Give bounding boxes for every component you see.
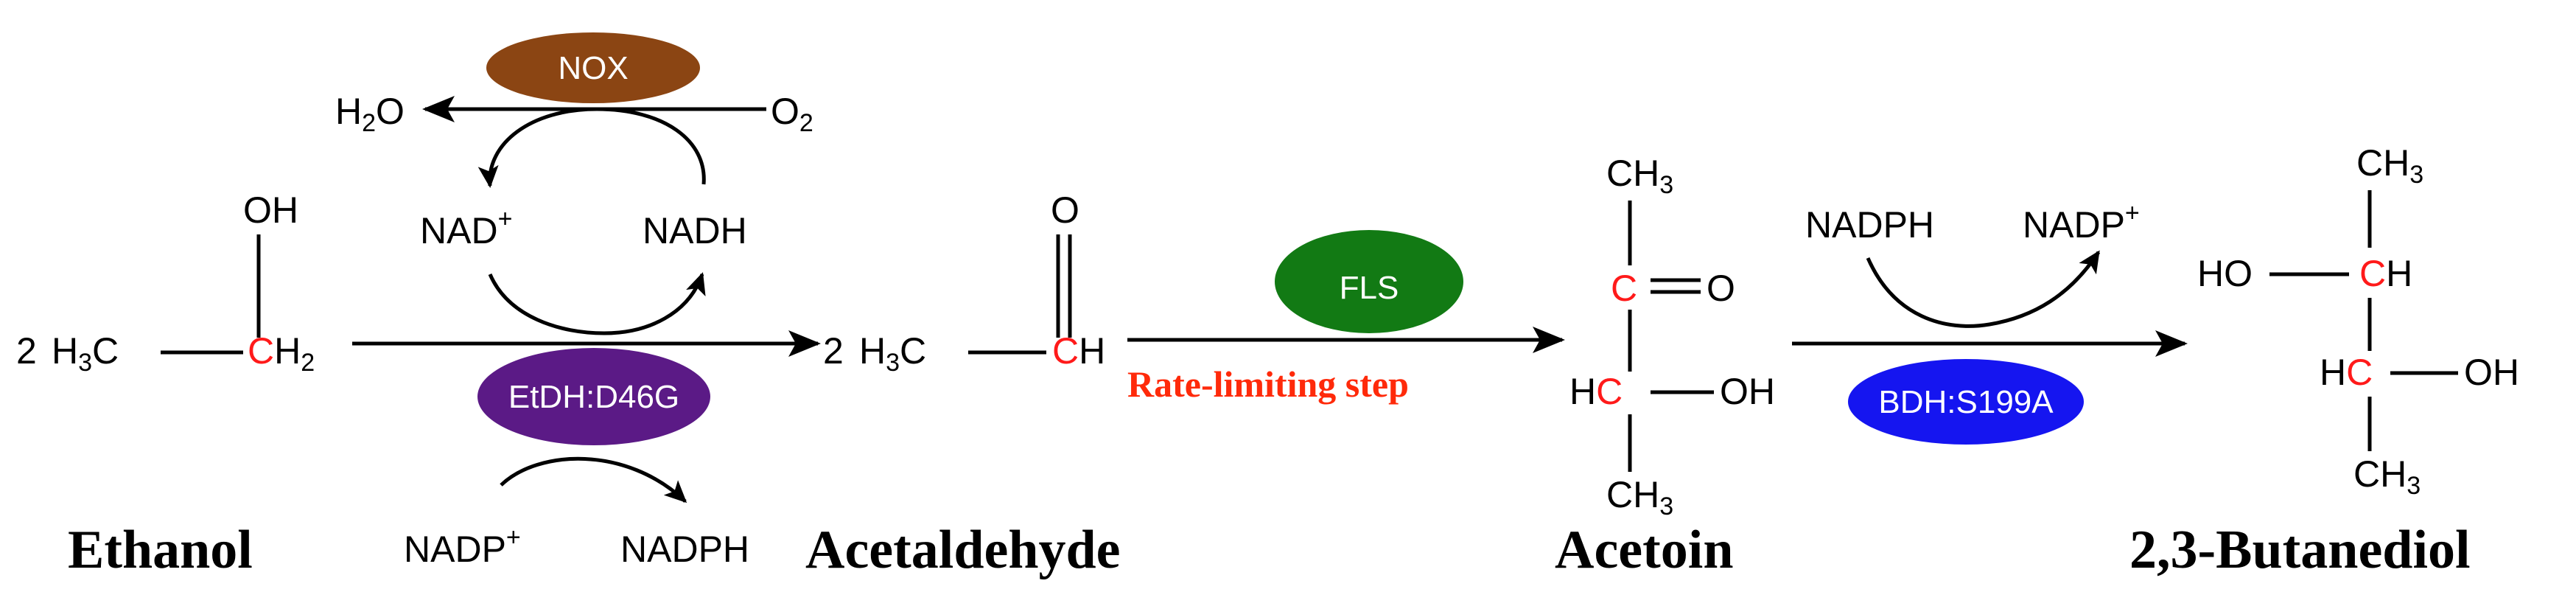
h2o-o: O [376, 91, 405, 132]
butanediol-ch-1: CH [2359, 253, 2412, 294]
butanediol-ho: HO [2197, 253, 2253, 294]
nox-cycle: NOX H2O O2 NAD+ NADH [335, 32, 813, 251]
o2: O2 [771, 91, 813, 137]
acetoin-ch3-bot-sub: 3 [1659, 492, 1673, 520]
butanediol-label: 2,3-Butanediol [2129, 520, 2471, 580]
acetoin-ch3-top-sub: 3 [1659, 171, 1673, 199]
nadp-plus-2-sup: + [2125, 199, 2140, 227]
etdh-enzyme [477, 348, 710, 445]
ethanol-h3c: H3C [52, 330, 119, 377]
acetaldehyde-red-carbon: C [1052, 330, 1079, 372]
acetoin-h: H [1569, 371, 1596, 412]
ethanol-structure: 2 H3C CH2 OH Ethanol [16, 189, 315, 580]
nadp-plus-1: NADP+ [404, 523, 521, 570]
acetaldehyde-label: Acetaldehyde [805, 520, 1121, 580]
butanediol-red-carbon-2: C [2346, 352, 2373, 393]
butanediol-ch3-top-sub: 3 [2409, 161, 2423, 189]
nadh-top: NADH [643, 210, 747, 251]
acetaldehyde-ch: CH [1052, 330, 1105, 372]
nadph-2: NADPH [1805, 204, 1934, 245]
butanediol-ch3-bot-main: CH [2353, 453, 2407, 495]
nad-plus: NAD+ [420, 205, 512, 251]
rate-limiting-label: Rate-limiting step [1127, 363, 1409, 405]
ethanol-coefficient: 2 [16, 330, 37, 372]
ethanol-red-carbon: C [248, 330, 274, 372]
fls-label: FLS [1340, 270, 1399, 306]
nadph-to-nadp-arrow [1866, 250, 2101, 328]
ethanol-oh: OH [243, 189, 298, 231]
ethanol-h2: H [274, 330, 301, 372]
ethanol-label: Ethanol [68, 520, 253, 580]
butanediol-ch3-top: CH3 [2356, 142, 2423, 189]
ethanol-to-acetaldehyde: EtDH:D46G NADP+ NADPH [352, 272, 821, 570]
acetaldehyde-h3c: H3C [859, 330, 926, 377]
nad-to-nadh-arrow [488, 272, 706, 335]
butanediol-ch3-top-main: CH [2356, 142, 2409, 184]
o2-o: O [771, 91, 799, 132]
nadp-plus-1-sup: + [506, 523, 521, 551]
nadph-1: NADPH [620, 529, 749, 570]
h2o-sub: 2 [362, 109, 376, 137]
acetoin-structure: CH3 C O HC OH CH3 Acetoin [1555, 153, 1775, 580]
ethanol-h: H [52, 330, 78, 372]
acetaldehyde-structure: 2 H3C CH O Acetaldehyde [805, 189, 1121, 580]
nadp-plus-1-main: NADP [404, 529, 506, 570]
nox-enzyme [486, 32, 700, 103]
bdh-label: BDH:S199A [1878, 384, 2054, 420]
acetaldehyde-h: H [859, 330, 886, 372]
acetoin-ch3-top: CH3 [1606, 153, 1673, 199]
butanediol-ch3-bot-sub: 3 [2407, 472, 2421, 500]
bdh-enzyme [1848, 359, 2084, 445]
nox-cycle-arrow [477, 107, 706, 188]
o2-sub: 2 [799, 109, 813, 137]
nadp-plus-2-main: NADP [2023, 204, 2125, 245]
butanediol-structure: CH3 HO CH HC OH CH3 2,3-Butanediol [2129, 142, 2519, 580]
ethanol-ch2: CH2 [248, 330, 315, 377]
acetoin-red-carbon-1: C [1611, 268, 1637, 309]
butanediol-oh: OH [2464, 352, 2519, 393]
acetoin-o: O [1707, 268, 1735, 309]
nadp-plus-2: NADP+ [2023, 199, 2140, 245]
acetaldehyde-c1: C [900, 330, 926, 372]
butanediol-red-carbon-1: C [2359, 253, 2386, 294]
acetoin-ch3-top-main: CH [1606, 153, 1659, 194]
acetoin-to-butanediol: NADPH NADP+ BDH:S199A [1792, 199, 2188, 445]
acetoin-oh: OH [1720, 371, 1775, 412]
acetoin-hc: HC [1569, 371, 1623, 412]
etdh-label: EtDH:D46G [508, 379, 679, 415]
nadp-to-nadph-arrow [500, 456, 687, 504]
ethanol-h-sub: 3 [78, 349, 92, 377]
acetoin-red-carbon-2: C [1596, 371, 1623, 412]
butanediol-ch3-bot: CH3 [2353, 453, 2421, 500]
nad-plus-sup: + [498, 205, 513, 233]
acetoin-ch3-bot: CH3 [1606, 474, 1673, 520]
h2o: H2O [335, 91, 405, 137]
nox-label: NOX [558, 50, 628, 86]
ethanol-c1: C [92, 330, 119, 372]
nad-plus-main: NAD [420, 210, 498, 251]
acetoin-ch3-bot-main: CH [1606, 474, 1659, 515]
acetaldehyde-coefficient: 2 [823, 330, 844, 372]
acetaldehyde-h-right: H [1079, 330, 1105, 372]
acetaldehyde-o: O [1051, 189, 1079, 231]
ethanol-h2-sub: 2 [301, 349, 315, 377]
acetaldehyde-to-acetoin: FLS Rate-limiting step [1127, 230, 1565, 405]
butanediol-h1: H [2386, 253, 2412, 294]
butanediol-hc-2: HC [2320, 352, 2373, 393]
butanediol-h2: H [2320, 352, 2346, 393]
fls-enzyme [1275, 230, 1463, 333]
acetoin-label: Acetoin [1555, 520, 1734, 580]
h2o-h: H [335, 91, 362, 132]
acetaldehyde-h-sub: 3 [886, 349, 900, 377]
